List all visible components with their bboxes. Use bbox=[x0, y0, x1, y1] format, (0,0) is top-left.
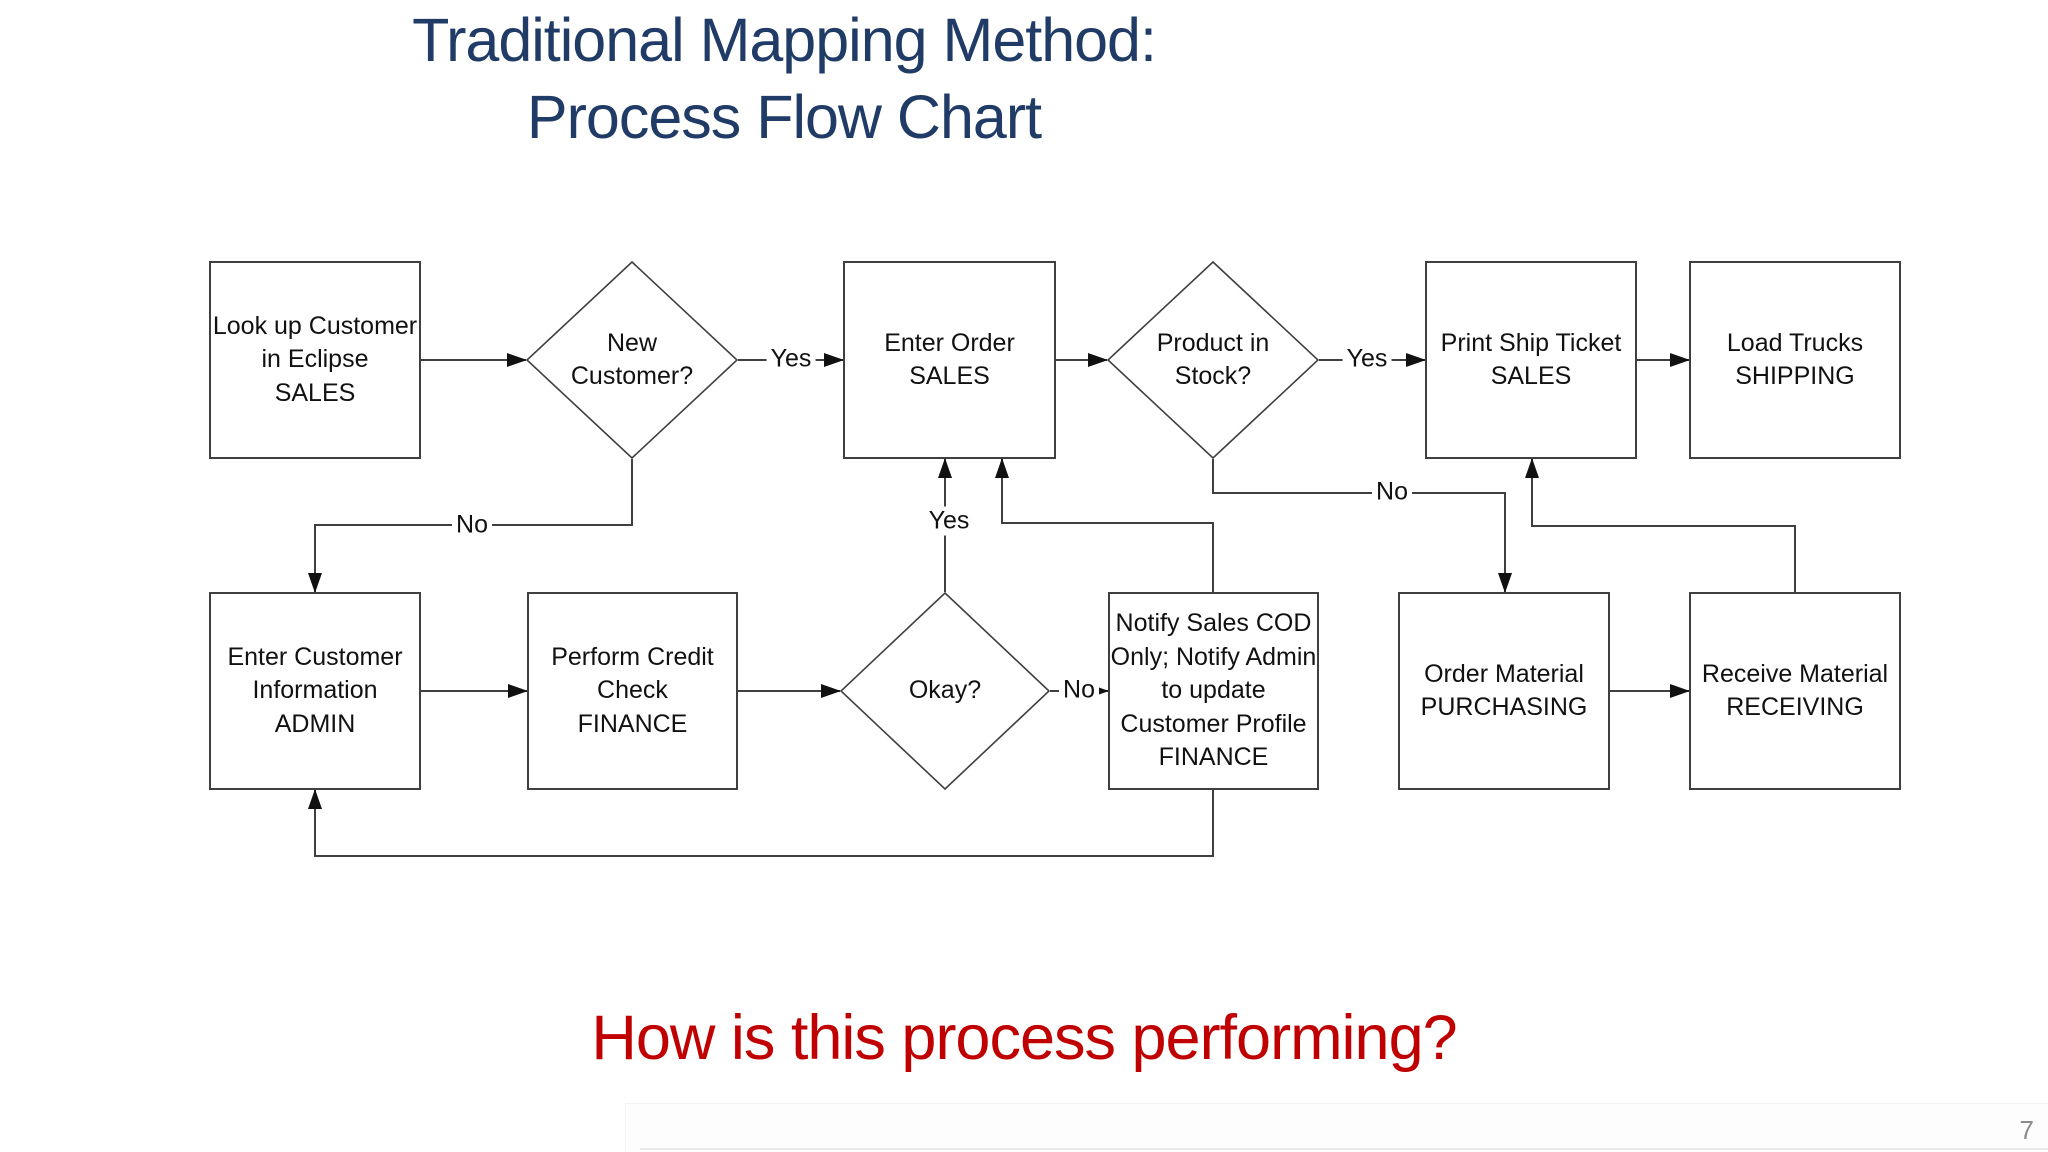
product-in-stock-diamond-shape bbox=[1107, 261, 1319, 459]
video-scrub-strip bbox=[625, 1103, 2048, 1152]
new-customer-diamond-shape bbox=[526, 261, 738, 459]
slide-title-line2: Process Flow Chart bbox=[526, 82, 1042, 151]
edge-label-no-okay-no-to-notify: No bbox=[1059, 675, 1099, 705]
edge-label-yes-newcustomer-yes-to-enterorder: Yes bbox=[766, 344, 816, 374]
flow-node-label: Okay? bbox=[908, 676, 982, 705]
video-progress-line bbox=[640, 1148, 2048, 1150]
edge-notify-to-entercustomer-feedback bbox=[308, 789, 1214, 857]
flow-node-okay: Okay? bbox=[840, 592, 1050, 790]
edge-productstock-no-to-ordermaterial bbox=[1212, 459, 1512, 593]
okay-diamond-shape bbox=[840, 592, 1050, 790]
slide-title-line1: Traditional Mapping Method: bbox=[412, 6, 1157, 74]
edge-label-yes-productstock-yes-to-printship: Yes bbox=[1342, 344, 1392, 374]
edge-label-no-newcustomer-no-to-entercustomer: No bbox=[452, 510, 492, 540]
edge-label-no-productstock-no-to-ordermaterial: No bbox=[1372, 477, 1412, 507]
process-question: How is this process performing? bbox=[591, 1003, 1457, 1073]
edge-notify-to-enterorder bbox=[995, 458, 1214, 592]
slide-title: Traditional Mapping Method: Process Flow… bbox=[0, 2, 1568, 156]
page-number: 7 bbox=[2019, 1115, 2034, 1145]
edge-label-yes-okay-yes-to-enterorder: Yes bbox=[924, 506, 974, 536]
edge-receivematerial-to-printship bbox=[1525, 458, 1796, 592]
